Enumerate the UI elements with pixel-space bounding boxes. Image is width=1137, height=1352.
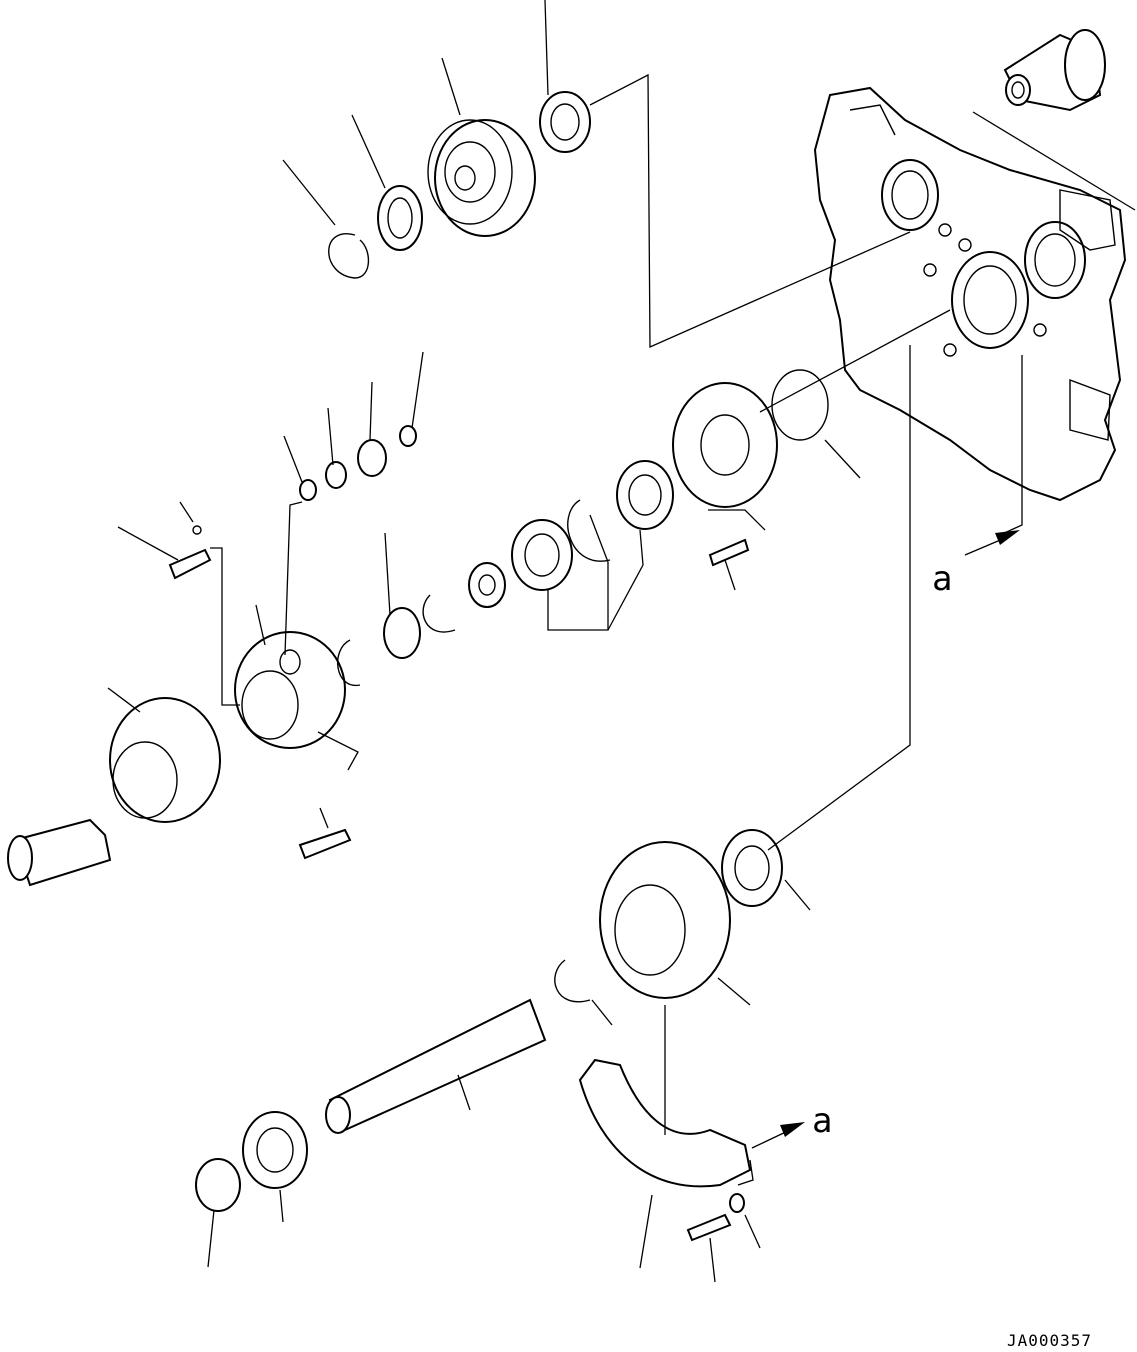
- ring-gear: [672, 382, 778, 508]
- output-flange: [1003, 29, 1106, 112]
- washer-lower: [729, 1193, 745, 1213]
- upper-bearing-small: [377, 185, 423, 251]
- lower-bearing-left: [242, 1111, 308, 1189]
- middle-snap-ring: [567, 499, 611, 562]
- reference-arrow-lower: [751, 1122, 805, 1149]
- reference-label-lower: a: [812, 1101, 832, 1141]
- planet-gear-left: [109, 697, 221, 823]
- bolt-lower: [686, 1213, 732, 1242]
- small-washers: [299, 425, 417, 501]
- transmission-case: [813, 86, 1127, 502]
- bolt-left: [298, 828, 352, 860]
- carrier: [234, 631, 346, 749]
- upper-snap-ring: [328, 232, 370, 279]
- upper-gear: [427, 119, 536, 237]
- reference-label-upper: a: [932, 559, 952, 599]
- needle-bearing: [383, 607, 421, 659]
- lower-gear: [599, 841, 731, 999]
- middle-bearing-right: [616, 460, 674, 530]
- cover-plate: [578, 1058, 752, 1188]
- output-shaft: [325, 998, 547, 1134]
- figure-id: JA000357: [1007, 1331, 1092, 1350]
- snap-rings-middle: [336, 594, 456, 686]
- bearing-cap: [195, 1158, 241, 1212]
- reference-arrow-upper: [964, 530, 1020, 556]
- lower-bearing-right: [721, 829, 783, 907]
- upper-bearing-right: [539, 91, 591, 153]
- pin-and-ball: [168, 525, 212, 580]
- input-shaft: [7, 818, 112, 887]
- lower-snap-ring: [554, 959, 591, 1003]
- dowel-pin: [708, 538, 750, 567]
- hub: [468, 562, 506, 608]
- leader-lines: [107, 0, 1136, 1283]
- middle-bearing: [511, 519, 573, 591]
